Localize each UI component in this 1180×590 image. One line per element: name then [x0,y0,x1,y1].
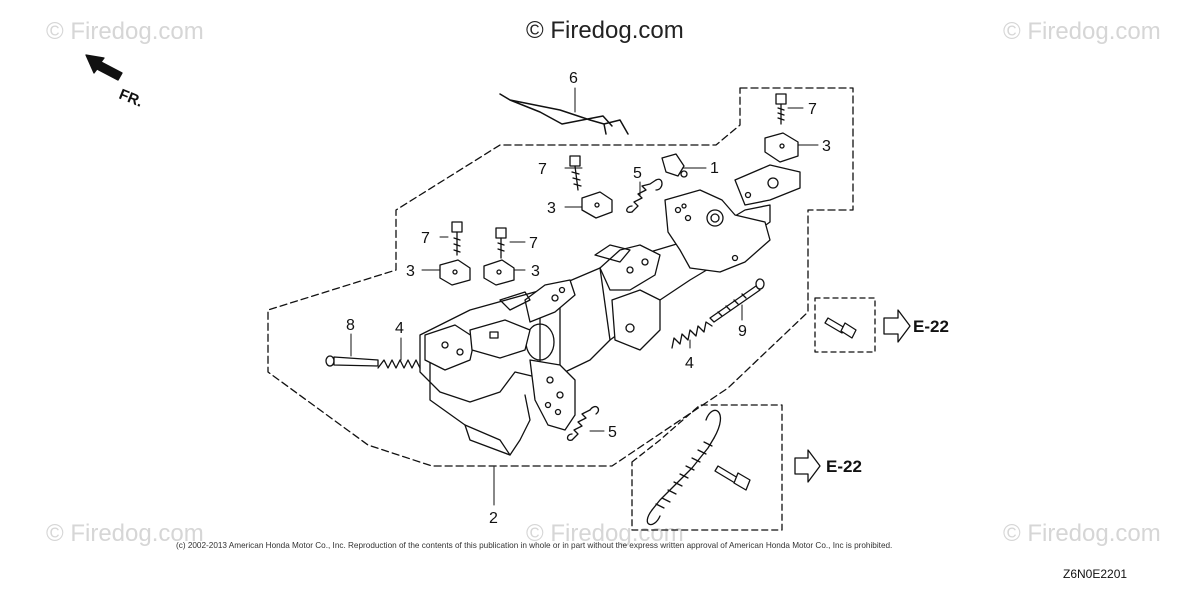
ref-arrow-bottom-icon [794,449,821,483]
callout-6: 6 [569,70,578,87]
callout-3b: 3 [547,200,556,217]
callout-3a: 3 [822,138,831,155]
watermark-top-right: © Firedog.com [1003,18,1161,45]
watermark-top-left: © Firedog.com [46,18,204,45]
ref-box-top [814,297,876,353]
ref-label-top: E-22 [913,317,949,336]
front-arrow-icon [85,54,123,81]
spring-4a [377,359,421,369]
watermark-bottom-right: © Firedog.com [1003,520,1161,547]
callout-1: 1 [710,160,719,177]
wire-clip-3d [764,132,799,163]
spring-4b [671,321,713,349]
bolt-8 [325,355,379,367]
ref-spring-bottom [646,409,722,526]
assembly-boundary [267,87,854,467]
callout-8: 8 [346,317,355,334]
callout-4b: 4 [685,355,694,372]
watermark-bottom-center: © Firedog.com [526,520,684,547]
ref-bolt-top [824,317,857,339]
wire-clip-3a [581,191,613,219]
callout-5a: 5 [633,165,642,182]
callout-7a: 7 [808,101,817,118]
ref-label-bottom: E-22 [826,457,862,476]
watermark-main: © Firedog.com [526,17,684,44]
spring-5a [626,178,663,213]
callout-3d: 3 [531,263,540,280]
callout-7b: 7 [538,161,547,178]
ref-bolt-bottom [714,465,751,491]
callout-4a: 4 [395,320,404,337]
clip-1 [661,153,688,178]
wire-clip-3c [483,259,515,286]
callout-9: 9 [738,323,747,340]
screw-7c [451,221,463,256]
wire-clip-3b [439,259,471,286]
ref-arrow-top-icon [883,309,911,343]
callout-7c: 7 [421,230,430,247]
ref-box-bottom [631,404,783,531]
callout-2: 2 [489,510,498,527]
wire-rod [499,93,629,135]
control-base-bracket [419,164,801,456]
screw-7d [495,227,507,259]
bolt-9 [709,278,765,323]
callout-7d: 7 [529,235,538,252]
copyright-notice: (c) 2002-2013 American Honda Motor Co., … [176,541,893,550]
callout-3c: 3 [406,263,415,280]
callout-5b: 5 [608,424,617,441]
watermark-bottom-left: © Firedog.com [46,520,204,547]
spring-5b [566,406,600,441]
figure-code: Z6N0E2201 [1063,567,1128,581]
screw-7a [775,93,787,125]
screw-7b [569,155,582,191]
front-label: FR. [117,86,146,111]
